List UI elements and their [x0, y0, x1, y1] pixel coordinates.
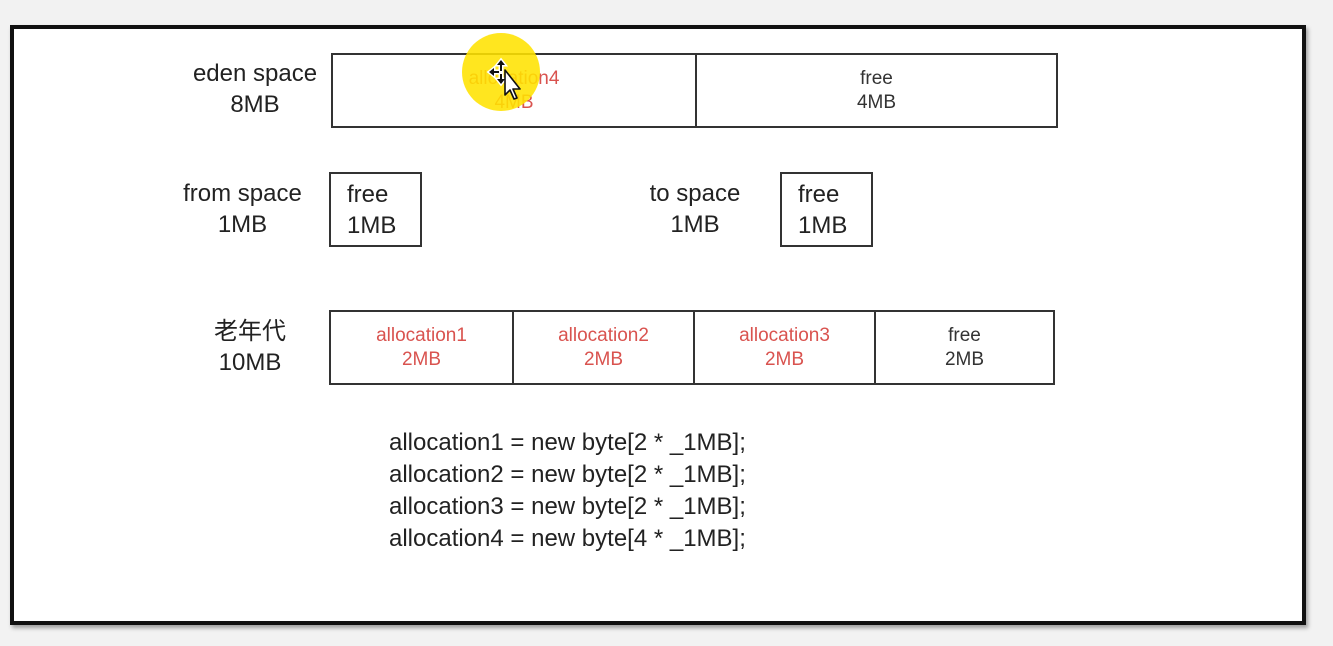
- cell-name: free: [948, 324, 981, 346]
- cell-name: allocation1: [376, 324, 467, 346]
- from-space-box: free 1MB: [329, 172, 422, 247]
- old-gen-cell-free: free 2MB: [874, 312, 1053, 383]
- eden-space-title: eden space: [192, 60, 318, 87]
- old-gen-box: allocation1 2MB allocation2 2MB allocati…: [329, 310, 1055, 385]
- old-gen-label: 老年代 10MB: [190, 316, 310, 378]
- eden-space-size: 8MB: [230, 91, 280, 118]
- cell-size: 4MB: [856, 91, 897, 113]
- old-gen-cell-allocation2: allocation2 2MB: [512, 312, 693, 383]
- from-space-content: free: [347, 180, 389, 208]
- cell-size: 2MB: [583, 348, 624, 370]
- cell-size: 2MB: [764, 348, 805, 370]
- from-space-size: 1MB: [217, 211, 268, 238]
- to-space-content: free: [798, 180, 840, 208]
- eden-space-box: allocation4 4MB free 4MB: [331, 53, 1058, 128]
- to-space-label: to space 1MB: [625, 178, 765, 240]
- cell-size: 2MB: [944, 348, 985, 370]
- code-line: allocation2 = new byte[2 * _1MB];: [389, 461, 746, 488]
- from-space-title: from space: [183, 180, 302, 207]
- cell-name: allocation3: [739, 324, 830, 346]
- code-line: allocation3 = new byte[2 * _1MB];: [389, 493, 746, 520]
- code-line: allocation1 = new byte[2 * _1MB];: [389, 429, 746, 456]
- to-space-box: free 1MB: [780, 172, 873, 247]
- old-gen-title: 老年代: [214, 318, 286, 345]
- move-cursor-icon: [486, 57, 521, 100]
- cell-name: allocation2: [558, 324, 649, 346]
- cell-size: 2MB: [401, 348, 442, 370]
- from-space-content-size: 1MB: [347, 211, 397, 239]
- code-block: allocation1 = new byte[2 * _1MB]; alloca…: [389, 427, 746, 555]
- eden-space-label: eden space 8MB: [165, 58, 345, 120]
- old-gen-cell-allocation3: allocation3 2MB: [693, 312, 874, 383]
- from-space-label: from space 1MB: [160, 178, 325, 240]
- old-gen-cell-allocation1: allocation1 2MB: [331, 312, 512, 383]
- to-space-size: 1MB: [670, 211, 720, 238]
- to-space-content-size: 1MB: [798, 211, 848, 239]
- cell-name: free: [860, 67, 893, 89]
- old-gen-size: 10MB: [218, 349, 282, 376]
- code-line: allocation4 = new byte[4 * _1MB];: [389, 525, 746, 552]
- to-space-title: to space: [649, 180, 741, 207]
- eden-cell-free: free 4MB: [695, 55, 1056, 126]
